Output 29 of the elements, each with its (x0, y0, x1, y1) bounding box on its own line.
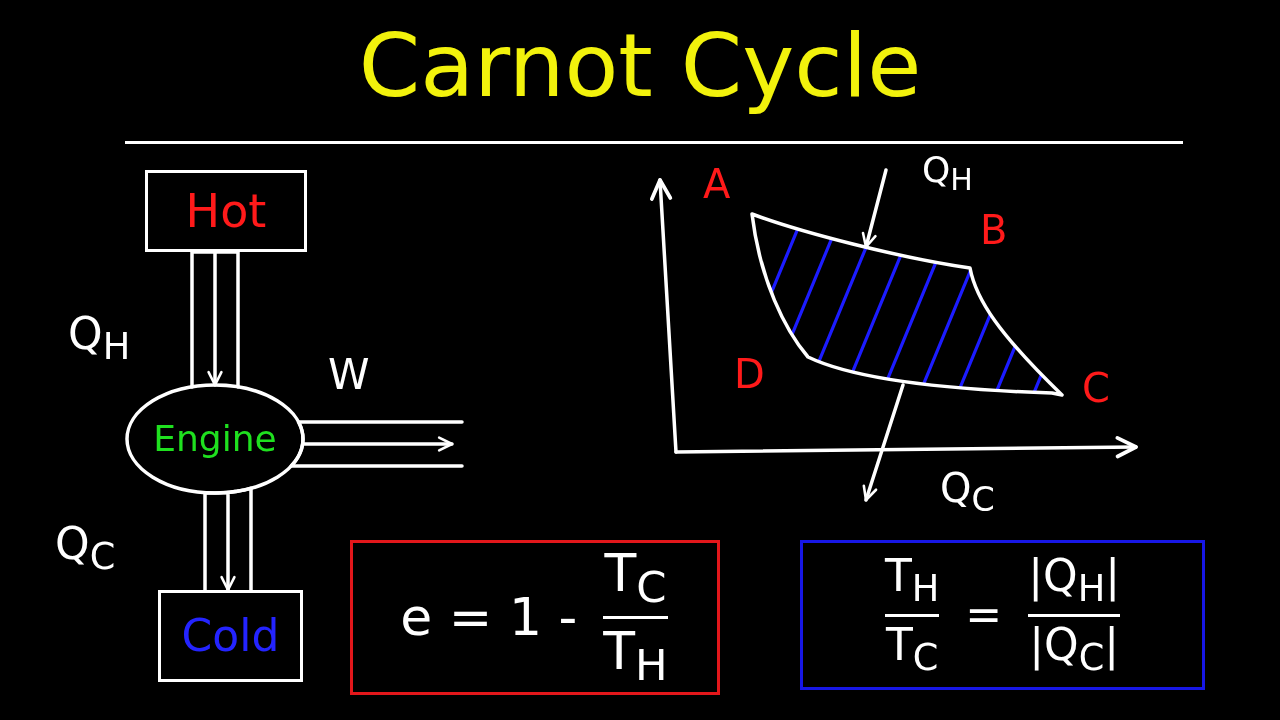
work-output-arrow (289, 420, 464, 468)
edge-label: Q$_{C}$ (55, 520, 116, 578)
numerator: T$_{C}$ (604, 544, 667, 612)
point-label: C (1082, 366, 1110, 410)
point-label: D (734, 352, 765, 396)
node-label: Cold (181, 611, 280, 661)
numerator: T$_{H}$ (884, 552, 940, 610)
denominator: T$_{C}$ (885, 620, 939, 678)
heat-output-arrow (862, 383, 905, 502)
point-label: B (980, 208, 1008, 252)
edge-label: Q$_{H}$ (68, 310, 131, 368)
cold-reservoir-box (158, 590, 303, 682)
node-label: Hot (185, 185, 267, 237)
engine-ellipse (125, 383, 305, 495)
heat-input-arrow (861, 168, 888, 249)
edge-label: Q$_{C}$ (940, 466, 995, 519)
denominator: |Q$_{C}$| (1029, 620, 1120, 678)
numerator: |Q$_{H}$| (1028, 552, 1121, 610)
heat-flow-arrow (203, 486, 253, 592)
point-label: A (703, 162, 731, 206)
denominator: T$_{H}$ (603, 623, 668, 691)
efficiency-formula-box (350, 540, 720, 695)
formula-text: e = 1 - (400, 588, 578, 647)
ratio-formula-box (800, 540, 1205, 690)
edge-label: W (328, 352, 370, 399)
node-label: Engine (153, 419, 277, 459)
edge-label: Q$_{H}$ (922, 150, 973, 197)
hot-reservoir-box (145, 170, 307, 252)
equals-sign: = (965, 590, 1003, 640)
